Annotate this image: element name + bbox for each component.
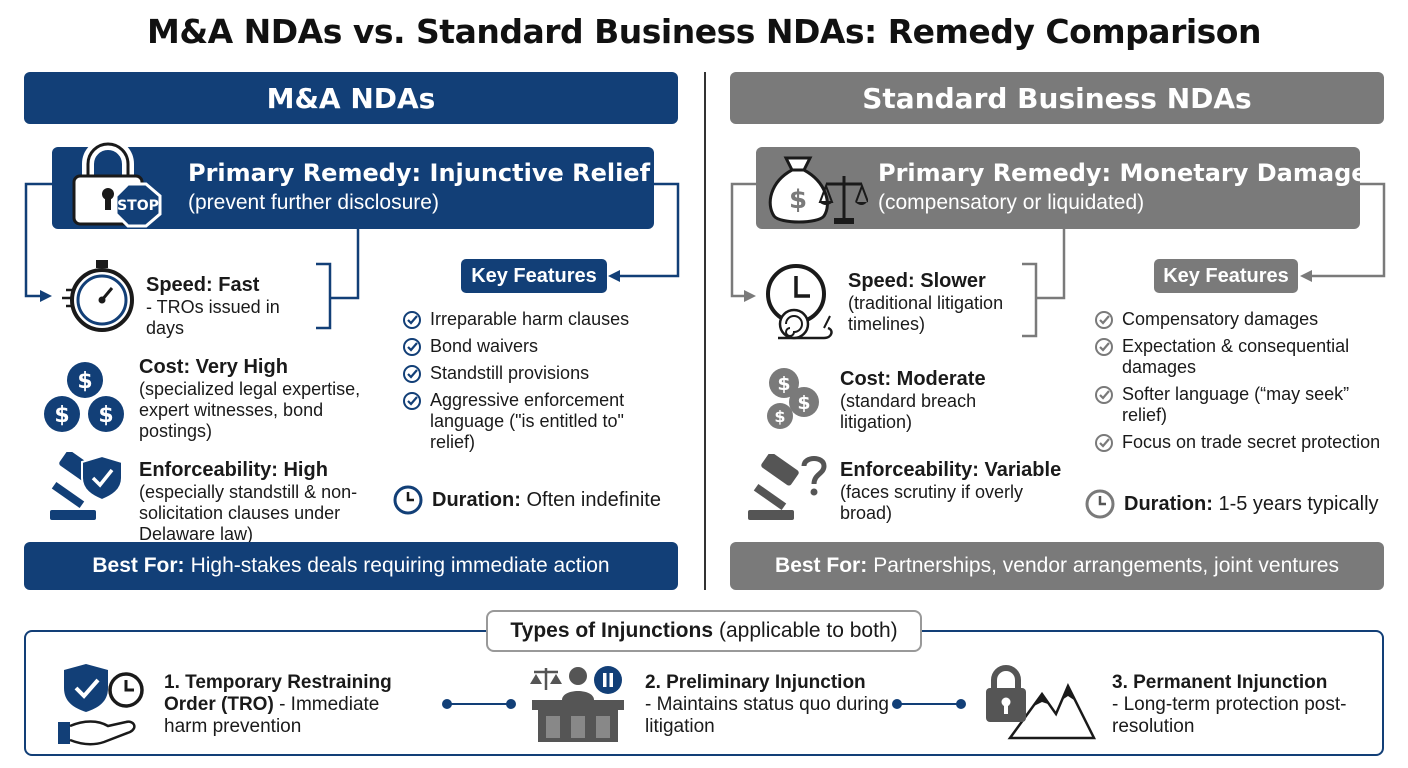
- money-bag-symbol: $: [789, 185, 807, 215]
- connector-dot: [892, 699, 902, 709]
- ma-key-feature: Irreparable harm clauses: [402, 309, 672, 330]
- standard-remedy-title: Primary Remedy: Monetary Damages: [878, 159, 1382, 187]
- check-circle-icon: [403, 338, 421, 356]
- standard-remedy-sub: (compensatory or liquidated): [878, 191, 1145, 214]
- check-circle-icon: [403, 392, 421, 410]
- standard-speed-title: Speed: Slower: [848, 270, 986, 292]
- standard-cost-desc: (standard breach litigation): [840, 391, 977, 432]
- lock-mountain-icon: [986, 665, 1097, 740]
- ma-key-features-list: Irreparable harm clauses Bond waivers St…: [402, 309, 672, 459]
- gavel-shield-icon: [50, 452, 123, 520]
- check-circle-icon: [1095, 338, 1113, 356]
- ma-cost: Cost: Very High (specialized legal exper…: [139, 356, 379, 442]
- injunction-item-tro: 1. Temporary Restraining Order (TRO) - I…: [164, 672, 392, 737]
- standard-speed-desc: (traditional litigation timelines): [848, 293, 1004, 334]
- ma-key-feature: Aggressive enforcement language ("is ent…: [402, 390, 672, 453]
- clock-icon: [393, 485, 423, 515]
- check-circle-icon: [403, 311, 421, 329]
- standard-duration: Duration: 1-5 years typically: [1084, 488, 1379, 520]
- injunctions-label: Types of Injunctions(applicable to both): [486, 610, 922, 652]
- clock-snail-icon: [766, 264, 833, 340]
- svg-text:$: $: [774, 407, 785, 426]
- svg-text:$: $: [797, 392, 810, 414]
- injunction-item-permanent: 3. Permanent Injunction- Long-term prote…: [1112, 672, 1347, 737]
- standard-enf-desc: (faces scrutiny if overly broad): [840, 482, 1024, 523]
- connector-dot: [442, 699, 452, 709]
- svg-text:$: $: [777, 373, 790, 395]
- standard-enf-title: Enforceability: Variable: [840, 459, 1062, 481]
- injunction-item-preliminary: 2. Preliminary Injunction- Maintains sta…: [645, 672, 889, 737]
- ma-speed-desc: - TROs issued in days: [146, 297, 280, 338]
- judge-bench-icon: [530, 666, 624, 742]
- ma-cost-desc: (specialized legal expertise, expert wit…: [139, 379, 361, 441]
- gavel-question-icon: [748, 454, 827, 520]
- ma-key-feature: Bond waivers: [402, 336, 672, 357]
- ma-remedy-title: Primary Remedy: Injunctive Relief: [188, 159, 651, 187]
- standard-key-feature: Expectation & consequential damages: [1094, 336, 1384, 378]
- ma-duration: Duration: Often indefinite: [392, 484, 661, 516]
- connector-dot: [506, 699, 516, 709]
- standard-key-feature: Focus on trade secret protection: [1094, 432, 1384, 453]
- page-title: M&A NDAs vs. Standard Business NDAs: Rem…: [147, 12, 1261, 51]
- svg-text:$: $: [98, 403, 113, 428]
- ma-enf-desc: (especially standstill & non-solicitatio…: [139, 482, 358, 544]
- ma-speed-title: Speed: Fast: [146, 274, 260, 296]
- ma-key-features-badge: Key Features: [461, 259, 607, 293]
- ma-key-feature: Standstill provisions: [402, 363, 672, 384]
- check-circle-icon: [1095, 434, 1113, 452]
- clock-icon: [1085, 489, 1115, 519]
- standard-enforceability: Enforceability: Variable (faces scrutiny…: [840, 459, 1080, 524]
- money-bag-scale-icon: $: [768, 156, 868, 224]
- connector-dot: [956, 699, 966, 709]
- injunction-connector: [446, 703, 512, 705]
- ma-speed: Speed: Fast - TROs issued in days: [146, 274, 316, 339]
- ma-header: M&A NDAs: [24, 72, 678, 124]
- standard-speed: Speed: Slower (traditional litigation ti…: [848, 270, 1028, 335]
- standard-best-for: Best For:Partnerships, vendor arrangemen…: [730, 542, 1384, 590]
- coins-icon: $ $ $: [767, 368, 819, 429]
- ma-remedy-sub: (prevent further disclosure): [188, 191, 439, 214]
- shield-clock-hand-icon: [58, 664, 144, 746]
- standard-key-feature: Compensatory damages: [1094, 309, 1384, 330]
- standard-cost: Cost: Moderate (standard breach litigati…: [840, 368, 1040, 433]
- standard-remedy-box: Primary Remedy: Monetary Damages (compen…: [756, 147, 1382, 229]
- check-circle-icon: [1095, 386, 1113, 404]
- ma-enf-title: Enforceability: High: [139, 459, 328, 481]
- ma-enforceability: Enforceability: High (especially standst…: [139, 459, 389, 545]
- standard-key-features-badge: Key Features: [1154, 259, 1298, 293]
- svg-text:$: $: [77, 369, 92, 394]
- check-circle-icon: [403, 365, 421, 383]
- standard-header: Standard Business NDAs: [730, 72, 1384, 124]
- ma-best-for: Best For:High-stakes deals requiring imm…: [24, 542, 678, 590]
- standard-cost-title: Cost: Moderate: [840, 368, 986, 390]
- standard-key-feature: Softer language (“may seek” relief): [1094, 384, 1384, 426]
- injunction-connector: [896, 703, 962, 705]
- standard-key-features-list: Compensatory damages Expectation & conse…: [1094, 309, 1384, 459]
- svg-text:$: $: [54, 403, 69, 428]
- check-circle-icon: [1095, 311, 1113, 329]
- stop-sign-text: STOP: [117, 198, 159, 214]
- stopwatch-icon: [62, 260, 134, 332]
- lock-stop-icon: STOP: [72, 138, 162, 228]
- ma-cost-title: Cost: Very High: [139, 356, 288, 378]
- column-divider: [704, 72, 706, 590]
- coins-icon: $ $ $: [44, 362, 124, 432]
